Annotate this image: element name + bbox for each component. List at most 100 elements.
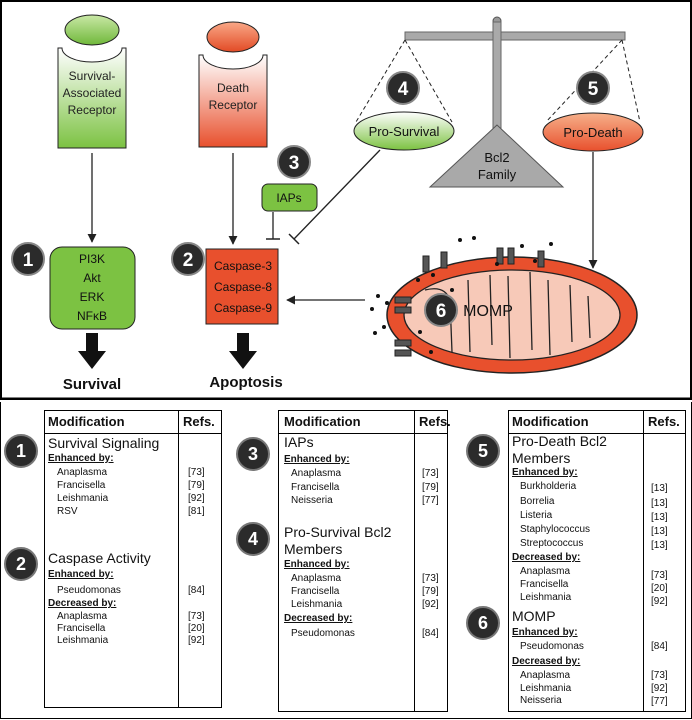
enhanced-label: Enhanced by: — [48, 453, 114, 464]
apoptosis-outcome-arrow — [229, 333, 257, 369]
badge-4: 4 — [236, 522, 270, 556]
reference: [79] — [188, 480, 205, 491]
organism: Francisella — [291, 586, 340, 597]
badge-1: 1 — [4, 434, 38, 468]
organism: Burkholderia — [520, 481, 577, 492]
death-receptor-line: Receptor — [209, 98, 258, 112]
reference: [92] — [651, 683, 668, 694]
kinase-line: PI3K — [79, 252, 105, 266]
reference: [13] — [651, 498, 668, 509]
survival-receptor-line: Receptor — [68, 103, 117, 117]
badge-5: 5 — [466, 434, 500, 468]
reference: [13] — [651, 526, 668, 537]
reference: [81] — [188, 506, 205, 517]
organism: Pseudomonas — [57, 585, 121, 596]
momp-label: MOMP — [463, 303, 513, 320]
kinase-line: NFκB — [77, 309, 107, 323]
badge-2: 2 — [171, 242, 205, 276]
header-refs: Refs. — [183, 414, 215, 429]
header-modification: Modification — [512, 414, 589, 429]
reference: [13] — [651, 540, 668, 551]
reference: [20] — [651, 583, 668, 594]
pro-death-label: Pro-Death — [563, 125, 622, 140]
reference: [20] — [188, 623, 205, 634]
badge-3: 3 — [277, 145, 311, 179]
reference: [84] — [188, 585, 205, 596]
organism: Francisella — [57, 480, 106, 491]
pro-death-pan: Pro-Death — [542, 112, 644, 152]
reference: [84] — [422, 628, 439, 639]
modification-table-1: Modification Refs. Survival Signaling En… — [44, 410, 222, 708]
section-title: Pro-Death Bcl2 — [512, 433, 607, 449]
enhanced-label: Enhanced by: — [284, 559, 350, 570]
organism: Leishmania — [520, 592, 572, 603]
organism: Neisseria — [291, 495, 333, 506]
organism: Anaplasma — [57, 467, 108, 478]
header-modification: Modification — [48, 414, 125, 429]
badge-4: 4 — [386, 71, 420, 105]
apoptosis-outcome-label: Apoptosis — [209, 374, 282, 391]
organism: Pseudomonas — [291, 628, 355, 639]
death-receptor-line: Death — [217, 81, 249, 95]
bcl2-line: Family — [478, 167, 517, 182]
reference: [92] — [188, 635, 205, 646]
reference: [73] — [422, 468, 439, 479]
badge-6: 6 — [424, 293, 458, 327]
organism: Francisella — [57, 623, 106, 634]
iaps-box: IAPs — [261, 183, 318, 212]
decreased-label: Decreased by: — [512, 552, 581, 563]
badge-1: 1 — [11, 242, 45, 276]
organism: Listeria — [520, 510, 553, 521]
reference: [84] — [651, 641, 668, 652]
modification-table-3: Modification Refs. Pro-Death Bcl2 Member… — [508, 410, 686, 712]
badge-1-number: 1 — [23, 250, 34, 271]
reference: [73] — [422, 573, 439, 584]
mitochondrion: MOMP — [370, 236, 638, 374]
bcl2-line: Bcl2 — [484, 150, 509, 165]
organism: Leishmania — [57, 493, 109, 504]
badge-6: 6 — [466, 606, 500, 640]
survival-outcome-label: Survival — [63, 376, 121, 393]
modification-table-2: Modification Refs. IAPs Enhanced by: Ana… — [278, 410, 451, 712]
organism: RSV — [57, 506, 78, 517]
pro-survival-inhibition — [293, 149, 381, 240]
header-refs: Refs. — [419, 414, 451, 429]
badge-5-number: 5 — [588, 79, 599, 100]
organism: Neisseria — [520, 695, 562, 706]
kinase-line: Akt — [83, 271, 101, 285]
section-title: Members — [284, 541, 343, 557]
pro-survival-pan: Pro-Survival — [353, 111, 455, 151]
badge-3-number: 3 — [289, 153, 300, 174]
organism: Staphylococcus — [520, 524, 591, 535]
header-modification: Modification — [284, 414, 361, 429]
reference: [73] — [188, 467, 205, 478]
reference: [13] — [651, 483, 668, 494]
section-title: Members — [512, 450, 571, 466]
organism: Francisella — [520, 579, 569, 590]
section-title: Survival Signaling — [48, 435, 160, 451]
enhanced-label: Enhanced by: — [284, 454, 350, 465]
enhanced-label: Enhanced by: — [512, 467, 578, 478]
badge-4-number: 4 — [398, 79, 409, 100]
section-title: MOMP — [512, 608, 556, 624]
badge-2-number: 2 — [183, 250, 194, 271]
enhanced-label: Enhanced by: — [512, 627, 578, 638]
organism: Pseudomonas — [520, 641, 584, 652]
reference: [73] — [188, 611, 205, 622]
reference: [73] — [651, 670, 668, 681]
organism: Borrelia — [520, 496, 555, 507]
organism: Anaplasma — [520, 566, 571, 577]
iaps-label: IAPs — [276, 191, 301, 205]
decreased-label: Decreased by: — [512, 656, 581, 667]
reference: [73] — [651, 570, 668, 581]
reference: [79] — [422, 586, 439, 597]
